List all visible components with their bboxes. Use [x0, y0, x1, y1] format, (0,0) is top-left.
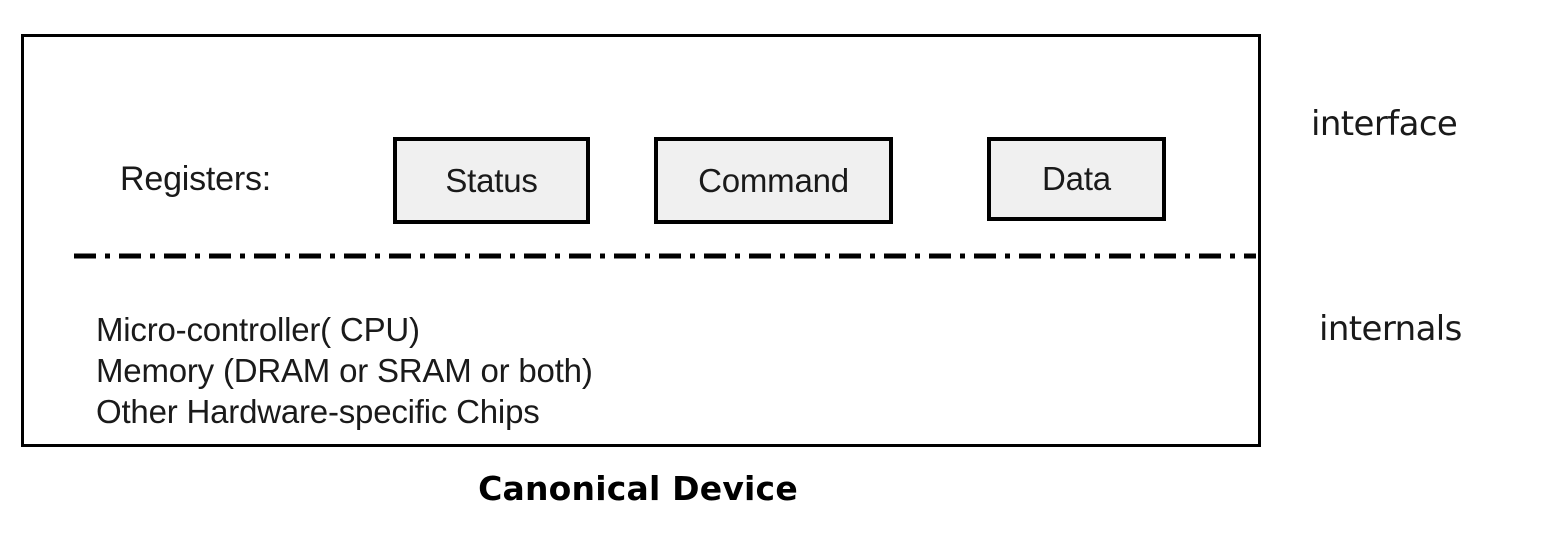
internals-line-memory: Memory (DRAM or SRAM or both): [96, 352, 593, 389]
data-register-label: Data: [1042, 160, 1111, 197]
interface-internals-separator-line: [74, 252, 1256, 260]
side-label-internals: internals: [1319, 309, 1462, 349]
device-boundary-box: Registers: Status Command Data Micro-con…: [21, 34, 1261, 447]
dash-dot-line-icon: [74, 253, 1256, 259]
command-register-box: Command: [654, 137, 893, 224]
command-register-label: Command: [698, 161, 849, 199]
internals-text-block: Micro-controller( CPU) Memory (DRAM or S…: [96, 309, 1096, 432]
figure-caption: Canonical Device: [478, 469, 798, 508]
data-register-box: Data: [987, 137, 1166, 221]
registers-label: Registers:: [120, 160, 272, 198]
internals-line-micro-controller: Micro-controller( CPU): [96, 311, 420, 348]
status-register-label: Status: [445, 161, 538, 199]
status-register-box: Status: [393, 137, 590, 224]
side-label-interface: interface: [1311, 104, 1458, 144]
internals-line-other-chips: Other Hardware-specific Chips: [96, 393, 540, 430]
